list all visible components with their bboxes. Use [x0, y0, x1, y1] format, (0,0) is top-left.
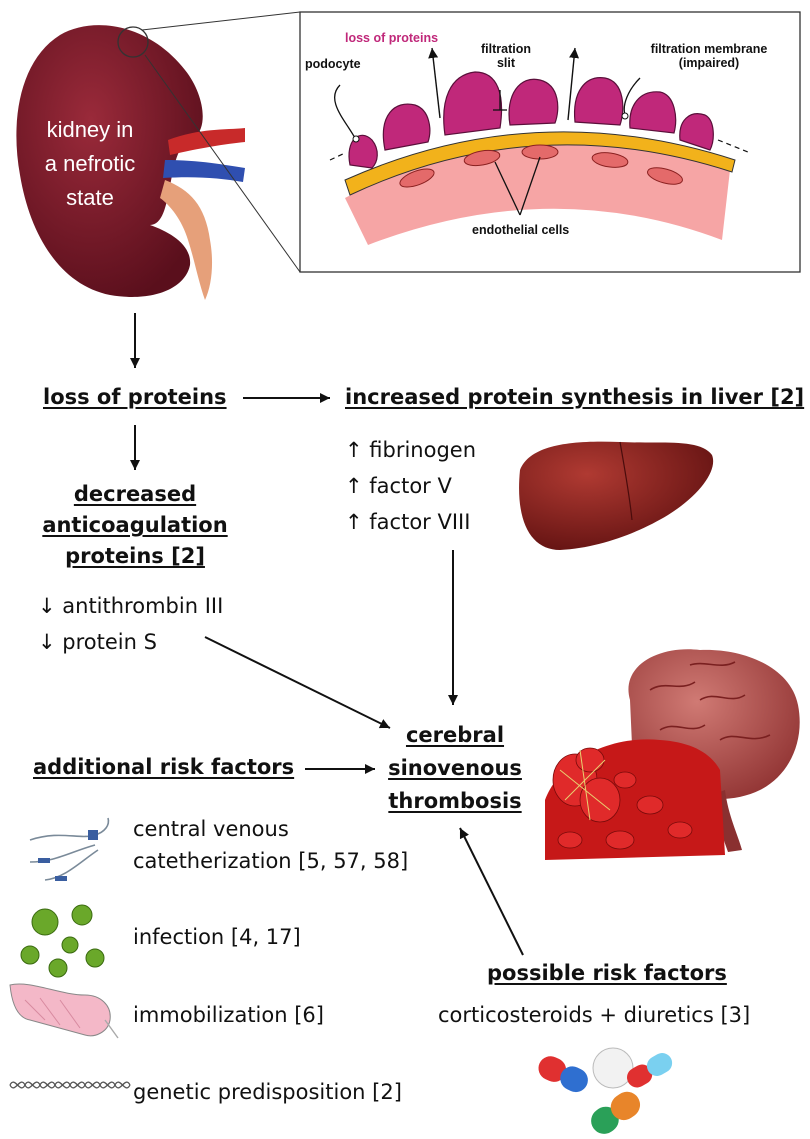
zoom-line-top: [141, 11, 301, 31]
kidney-label-line: a nefrotic: [44, 151, 136, 176]
kidney-label: kidney in a nefrotic state: [20, 113, 160, 215]
inset-loss-of-proteins-label: loss of proteins: [345, 31, 439, 45]
possible-risk-item: corticosteroids + diuretics [3]: [438, 1003, 751, 1027]
decreased-factor-item: ↓ protein S: [38, 630, 157, 654]
increased-synthesis-heading: increased protein synthesis in liver [2]: [345, 385, 805, 409]
additional-risk-factors-heading: additional risk factors: [33, 755, 295, 779]
arrow-possible-to-csvt: [459, 827, 524, 956]
inset-filtration-slit-line: filtration: [481, 42, 531, 56]
inset-podocyte-label: podocyte: [305, 57, 361, 71]
decreased-factor-item: ↓ antithrombin III: [38, 594, 224, 618]
csvt-heading: cerebral sinovenous thrombosis: [375, 719, 535, 818]
inset-filtration-membrane-line: filtration membrane: [650, 42, 768, 56]
inset-filtration-slit-label: filtration slit: [474, 42, 538, 70]
csvt-heading-line: cerebral: [405, 723, 505, 747]
kidney-icon: [16, 25, 245, 300]
increased-factor-item: ↑ fibrinogen: [345, 438, 477, 462]
risk-item-line: catetherization [5, 57, 58]: [133, 849, 409, 873]
csvt-heading-line: sinovenous: [388, 756, 522, 780]
increased-factor-item: ↑ factor V: [345, 474, 452, 498]
inset-filtration-membrane-line: (impaired): [678, 56, 740, 70]
risk-item-immobilization: immobilization [6]: [133, 1003, 324, 1027]
kidney-label-line: state: [66, 185, 114, 210]
risk-item-line: central venous: [133, 817, 289, 841]
loss-of-proteins-heading: loss of proteins: [43, 385, 227, 409]
decreased-heading-line: anticoagulation: [42, 513, 228, 537]
arrow-decreased-to-csvt: [204, 636, 391, 729]
catheter-icon: [29, 817, 110, 881]
pills-icon: [538, 1047, 673, 1134]
dna-helix-icon: [9, 1081, 131, 1089]
decreased-heading-line: decreased: [73, 482, 197, 506]
csvt-heading-line: thrombosis: [388, 789, 522, 813]
increased-factor-item: ↑ factor VIII: [345, 510, 471, 534]
virus-icon: [20, 904, 105, 978]
risk-item-infection: infection [4, 17]: [133, 925, 301, 949]
decreased-heading-line: proteins [2]: [65, 544, 205, 568]
cast-icon: [9, 983, 119, 1039]
risk-item-genetic: genetic predisposition [2]: [133, 1080, 402, 1104]
glomerular-filtration-inset: [299, 11, 801, 273]
decreased-anticoagulation-heading: decreased anticoagulation proteins [2]: [35, 479, 235, 572]
inset-filtration-membrane-label: filtration membrane (impaired): [634, 42, 784, 70]
kidney-label-line: kidney in: [46, 117, 134, 142]
risk-item-catheter: central venous catetherization [5, 57, 5…: [133, 813, 408, 877]
inset-filtration-slit-line: slit: [496, 56, 516, 70]
zoom-line-bottom: [144, 54, 301, 273]
brain-thrombus-icon: [545, 649, 800, 860]
increased-factors-list: ↑ fibrinogen ↑ factor V ↑ factor VIII: [345, 432, 476, 540]
possible-risk-factors-heading: possible risk factors: [487, 961, 727, 985]
liver-icon: [519, 441, 714, 550]
decreased-factors-list: ↓ antithrombin III ↓ protein S: [38, 588, 223, 660]
inset-endothelial-cells-label: endothelial cells: [472, 223, 570, 237]
